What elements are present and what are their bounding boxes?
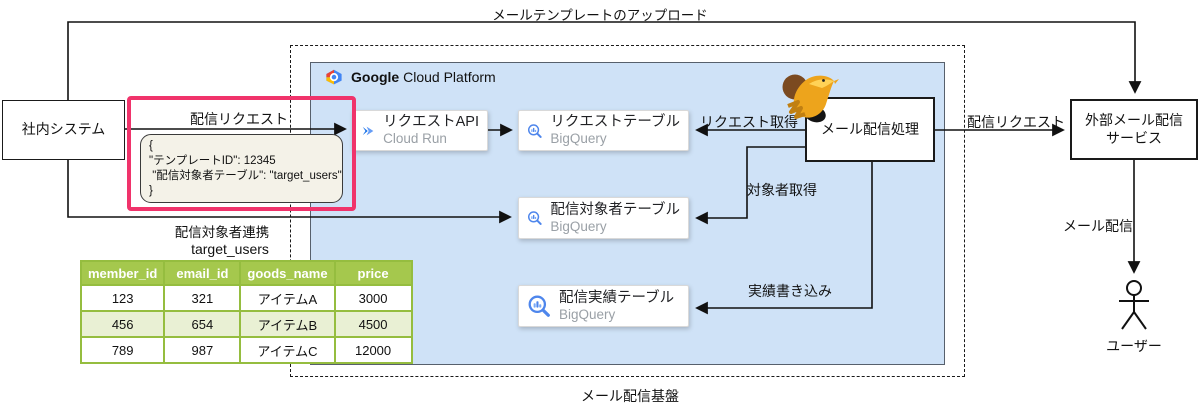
highlight-rectangle — [127, 96, 356, 211]
target-table-card: 配信対象者テーブル BigQuery — [518, 197, 689, 239]
gcp-header: Google Cloud Platform — [325, 69, 496, 85]
target-users-link-label: 配信対象者連携 — [174, 225, 270, 240]
card-subtitle: BigQuery — [550, 131, 607, 147]
external-mail-service-label: 外部メール配信 サービス — [1085, 112, 1183, 146]
cloud-run-icon — [362, 126, 374, 135]
card-subtitle: Cloud Run — [383, 131, 447, 147]
user-label: ユーザー — [1106, 338, 1162, 354]
card-title: リクエストAPI — [383, 114, 479, 131]
card-subtitle: BigQuery — [550, 218, 607, 234]
request-api-card: リクエストAPI Cloud Run — [352, 110, 488, 151]
bigquery-icon — [527, 123, 542, 138]
bird-icon — [782, 74, 839, 123]
table-header-row: member_id email_id goods_name price — [79, 260, 413, 286]
bigquery-icon — [527, 211, 542, 225]
delivery-request-left-label: 配信リクエスト — [190, 111, 288, 127]
internal-system-node: 社内システム — [2, 100, 125, 160]
bigquery-icon — [528, 295, 550, 317]
card-subtitle: BigQuery — [559, 306, 616, 322]
external-mail-service-node: 外部メール配信 サービス — [1070, 99, 1198, 160]
request-table-card: リクエストテーブル BigQuery — [518, 110, 689, 151]
col-header: goods_name — [239, 260, 336, 286]
card-title: 配信実績テーブル — [559, 289, 675, 306]
platform-caption: メール配信基盤 — [581, 388, 679, 404]
target-fetch-label: 対象者取得 — [747, 182, 817, 198]
top-arrow-label: メールテンプレートのアップロード — [492, 8, 708, 23]
gcp-header-label: Google Cloud Platform — [351, 69, 496, 85]
col-header: member_id — [79, 260, 166, 286]
col-header: price — [333, 260, 413, 286]
card-title: リクエストテーブル — [550, 114, 680, 131]
delivery-request-right-label: 配信リクエスト — [967, 114, 1065, 130]
col-header: email_id — [163, 260, 242, 286]
target-users-title: target_users — [191, 241, 269, 257]
mail-delivery-label: メール配信 — [1063, 218, 1133, 234]
mail-process-label: メール配信処理 — [821, 120, 919, 137]
user-actor-icon — [1119, 280, 1149, 330]
gcp-logo-icon — [326, 69, 342, 85]
card-title: 配信対象者テーブル — [550, 201, 680, 218]
result-table-card: 配信実績テーブル BigQuery — [518, 285, 689, 327]
result-write-label: 実績書き込み — [748, 283, 832, 299]
internal-system-label: 社内システム — [21, 121, 106, 138]
request-fetch-label: リクエスト取得 — [700, 114, 798, 130]
